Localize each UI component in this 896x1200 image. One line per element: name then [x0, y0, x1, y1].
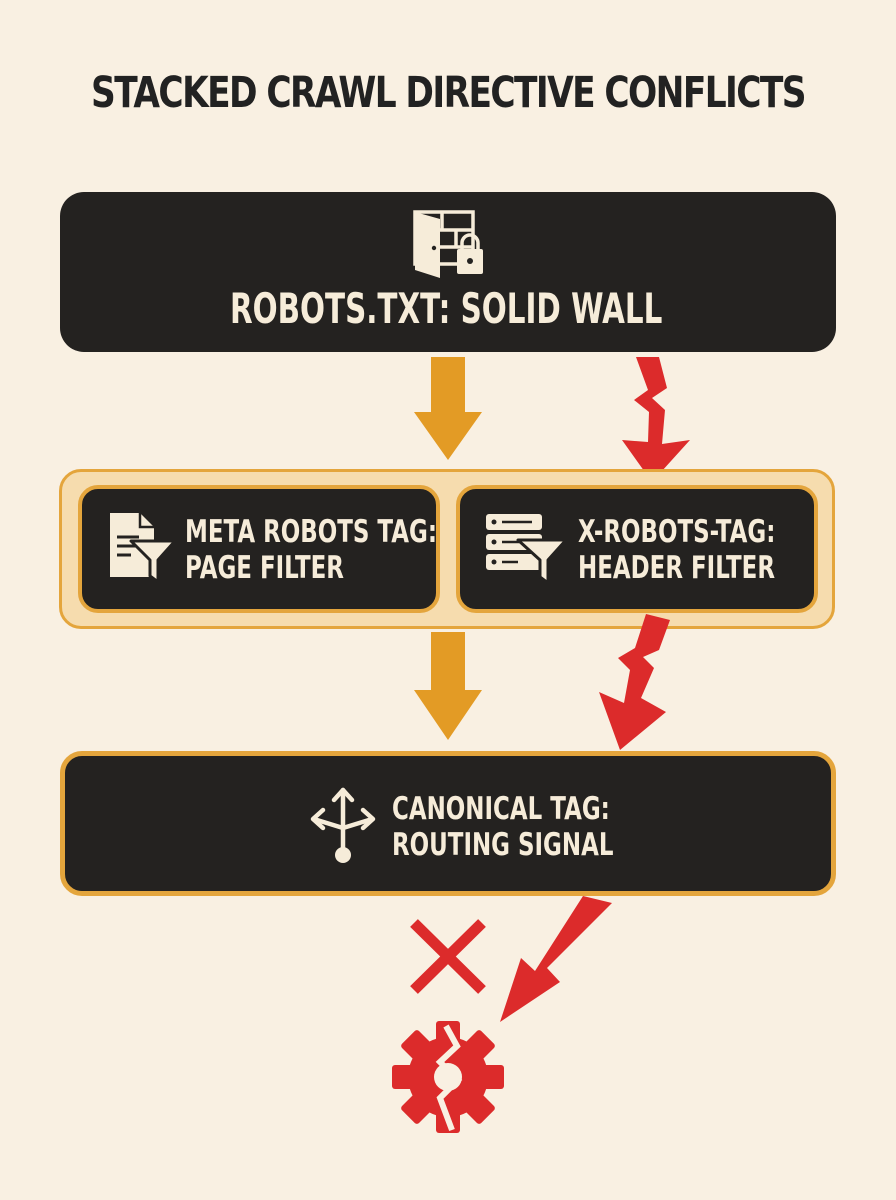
orange-flow-arrow	[414, 632, 482, 740]
meta-robots-line2: PAGE FILTER	[185, 550, 344, 586]
red-conflict-arrow	[500, 896, 612, 1022]
broken-gear-icon	[392, 1021, 504, 1133]
canonical-line2: ROUTING SIGNAL	[392, 827, 614, 863]
red-conflict-arrow	[622, 357, 690, 482]
canonical-line1: CANONICAL TAG:	[392, 791, 610, 827]
diagram-title: STACKED CRAWL DIRECTIVE CONFLICTS	[91, 68, 807, 118]
orange-flow-arrow	[414, 357, 482, 460]
x-robots-line2: HEADER FILTER	[578, 550, 776, 586]
red-conflict-arrow	[599, 614, 670, 750]
x-mark-icon	[410, 919, 486, 994]
canonical-box	[60, 751, 836, 896]
x-robots-line1: X-ROBOTS-TAG:	[578, 514, 776, 550]
meta-robots-line1: META ROBOTS TAG:	[185, 514, 438, 550]
robots-txt-label: ROBOTS.TXT: SOLID WALL	[230, 284, 663, 333]
